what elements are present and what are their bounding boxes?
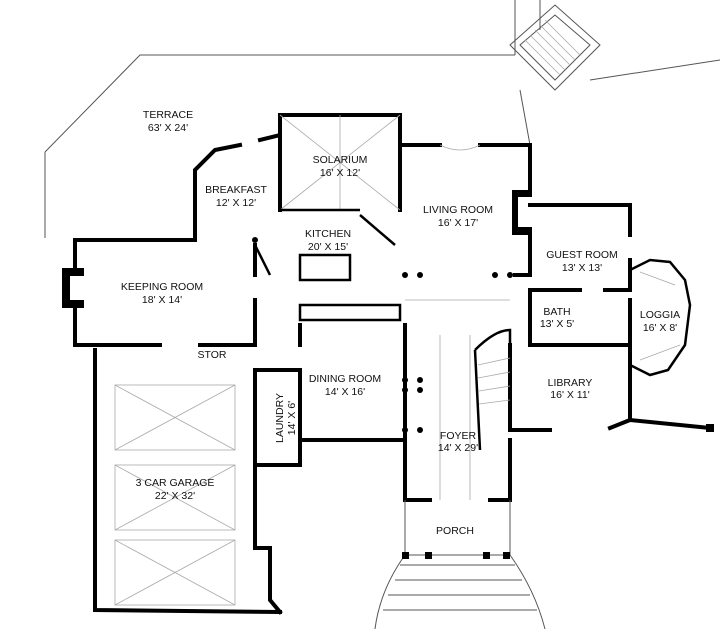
svg-text:14' X 29': 14' X 29'	[438, 442, 478, 454]
svg-text:18' X 14': 18' X 14'	[142, 294, 182, 306]
svg-text:20' X 15': 20' X 15'	[308, 241, 348, 253]
svg-text:TERRACE: TERRACE	[143, 109, 193, 121]
svg-text:SOLARIUM: SOLARIUM	[313, 154, 368, 166]
deck-diamond	[509, 4, 601, 91]
svg-text:12' X 12': 12' X 12'	[216, 197, 256, 209]
keeping-room-walls	[73, 223, 257, 347]
car-bay-1	[114, 384, 236, 451]
svg-text:PORCH: PORCH	[436, 525, 474, 537]
svg-text:16' X 11': 16' X 11'	[550, 389, 589, 401]
svg-text:16' X 12': 16' X 12'	[320, 167, 360, 179]
svg-text:13' X 13': 13' X 13'	[562, 262, 602, 274]
svg-text:KITCHEN: KITCHEN	[305, 228, 351, 240]
svg-text:LIBRARY: LIBRARY	[548, 377, 593, 389]
svg-text:BREAKFAST: BREAKFAST	[205, 184, 267, 196]
columns	[402, 272, 513, 559]
svg-text:LAUNDRY: LAUNDRY	[274, 393, 286, 443]
svg-text:22' X 32': 22' X 32'	[155, 490, 195, 502]
library-walls	[508, 343, 713, 432]
svg-text:BATH: BATH	[543, 306, 570, 318]
living-room-walls	[398, 143, 532, 277]
svg-text:KEEPING ROOM: KEEPING ROOM	[121, 281, 203, 293]
svg-text:16' X 8': 16' X 8'	[643, 322, 677, 334]
svg-text:14' X 16': 14' X 16'	[325, 386, 365, 398]
svg-text:16' X 17': 16' X 17'	[438, 217, 478, 229]
svg-text:LIVING ROOM: LIVING ROOM	[423, 204, 493, 216]
kitchen-counters	[253, 208, 402, 322]
fireplace-opening	[70, 276, 84, 300]
solarium-beams	[279, 114, 401, 211]
svg-text:LOGGIA: LOGGIA	[640, 309, 680, 321]
car-bay-2	[114, 464, 236, 531]
svg-text:14' X 6': 14' X 6'	[286, 401, 298, 435]
porch-outline	[404, 500, 511, 556]
laundry-walls	[253, 368, 302, 467]
deck-boards	[524, 19, 581, 76]
svg-text:FOYER: FOYER	[440, 430, 477, 442]
terrace-outline	[44, 0, 720, 238]
stair	[473, 328, 512, 451]
svg-text:STOR: STOR	[198, 349, 227, 361]
svg-text:DINING ROOM: DINING ROOM	[309, 373, 381, 385]
breakfast-walls	[193, 132, 282, 227]
room-label-stor: STOR	[198, 349, 227, 361]
porch-steps	[374, 554, 546, 629]
svg-text:GUEST ROOM: GUEST ROOM	[546, 249, 618, 261]
garage-walls	[93, 348, 283, 615]
svg-text:63' X 24': 63' X 24'	[148, 122, 188, 134]
loggia-walls	[629, 258, 692, 377]
svg-text:13' X 5': 13' X 5'	[540, 318, 574, 330]
svg-text:3 CAR GARAGE: 3 CAR GARAGE	[136, 477, 215, 489]
room-label-porch: PORCH	[436, 525, 474, 537]
car-bay-3	[114, 539, 236, 606]
